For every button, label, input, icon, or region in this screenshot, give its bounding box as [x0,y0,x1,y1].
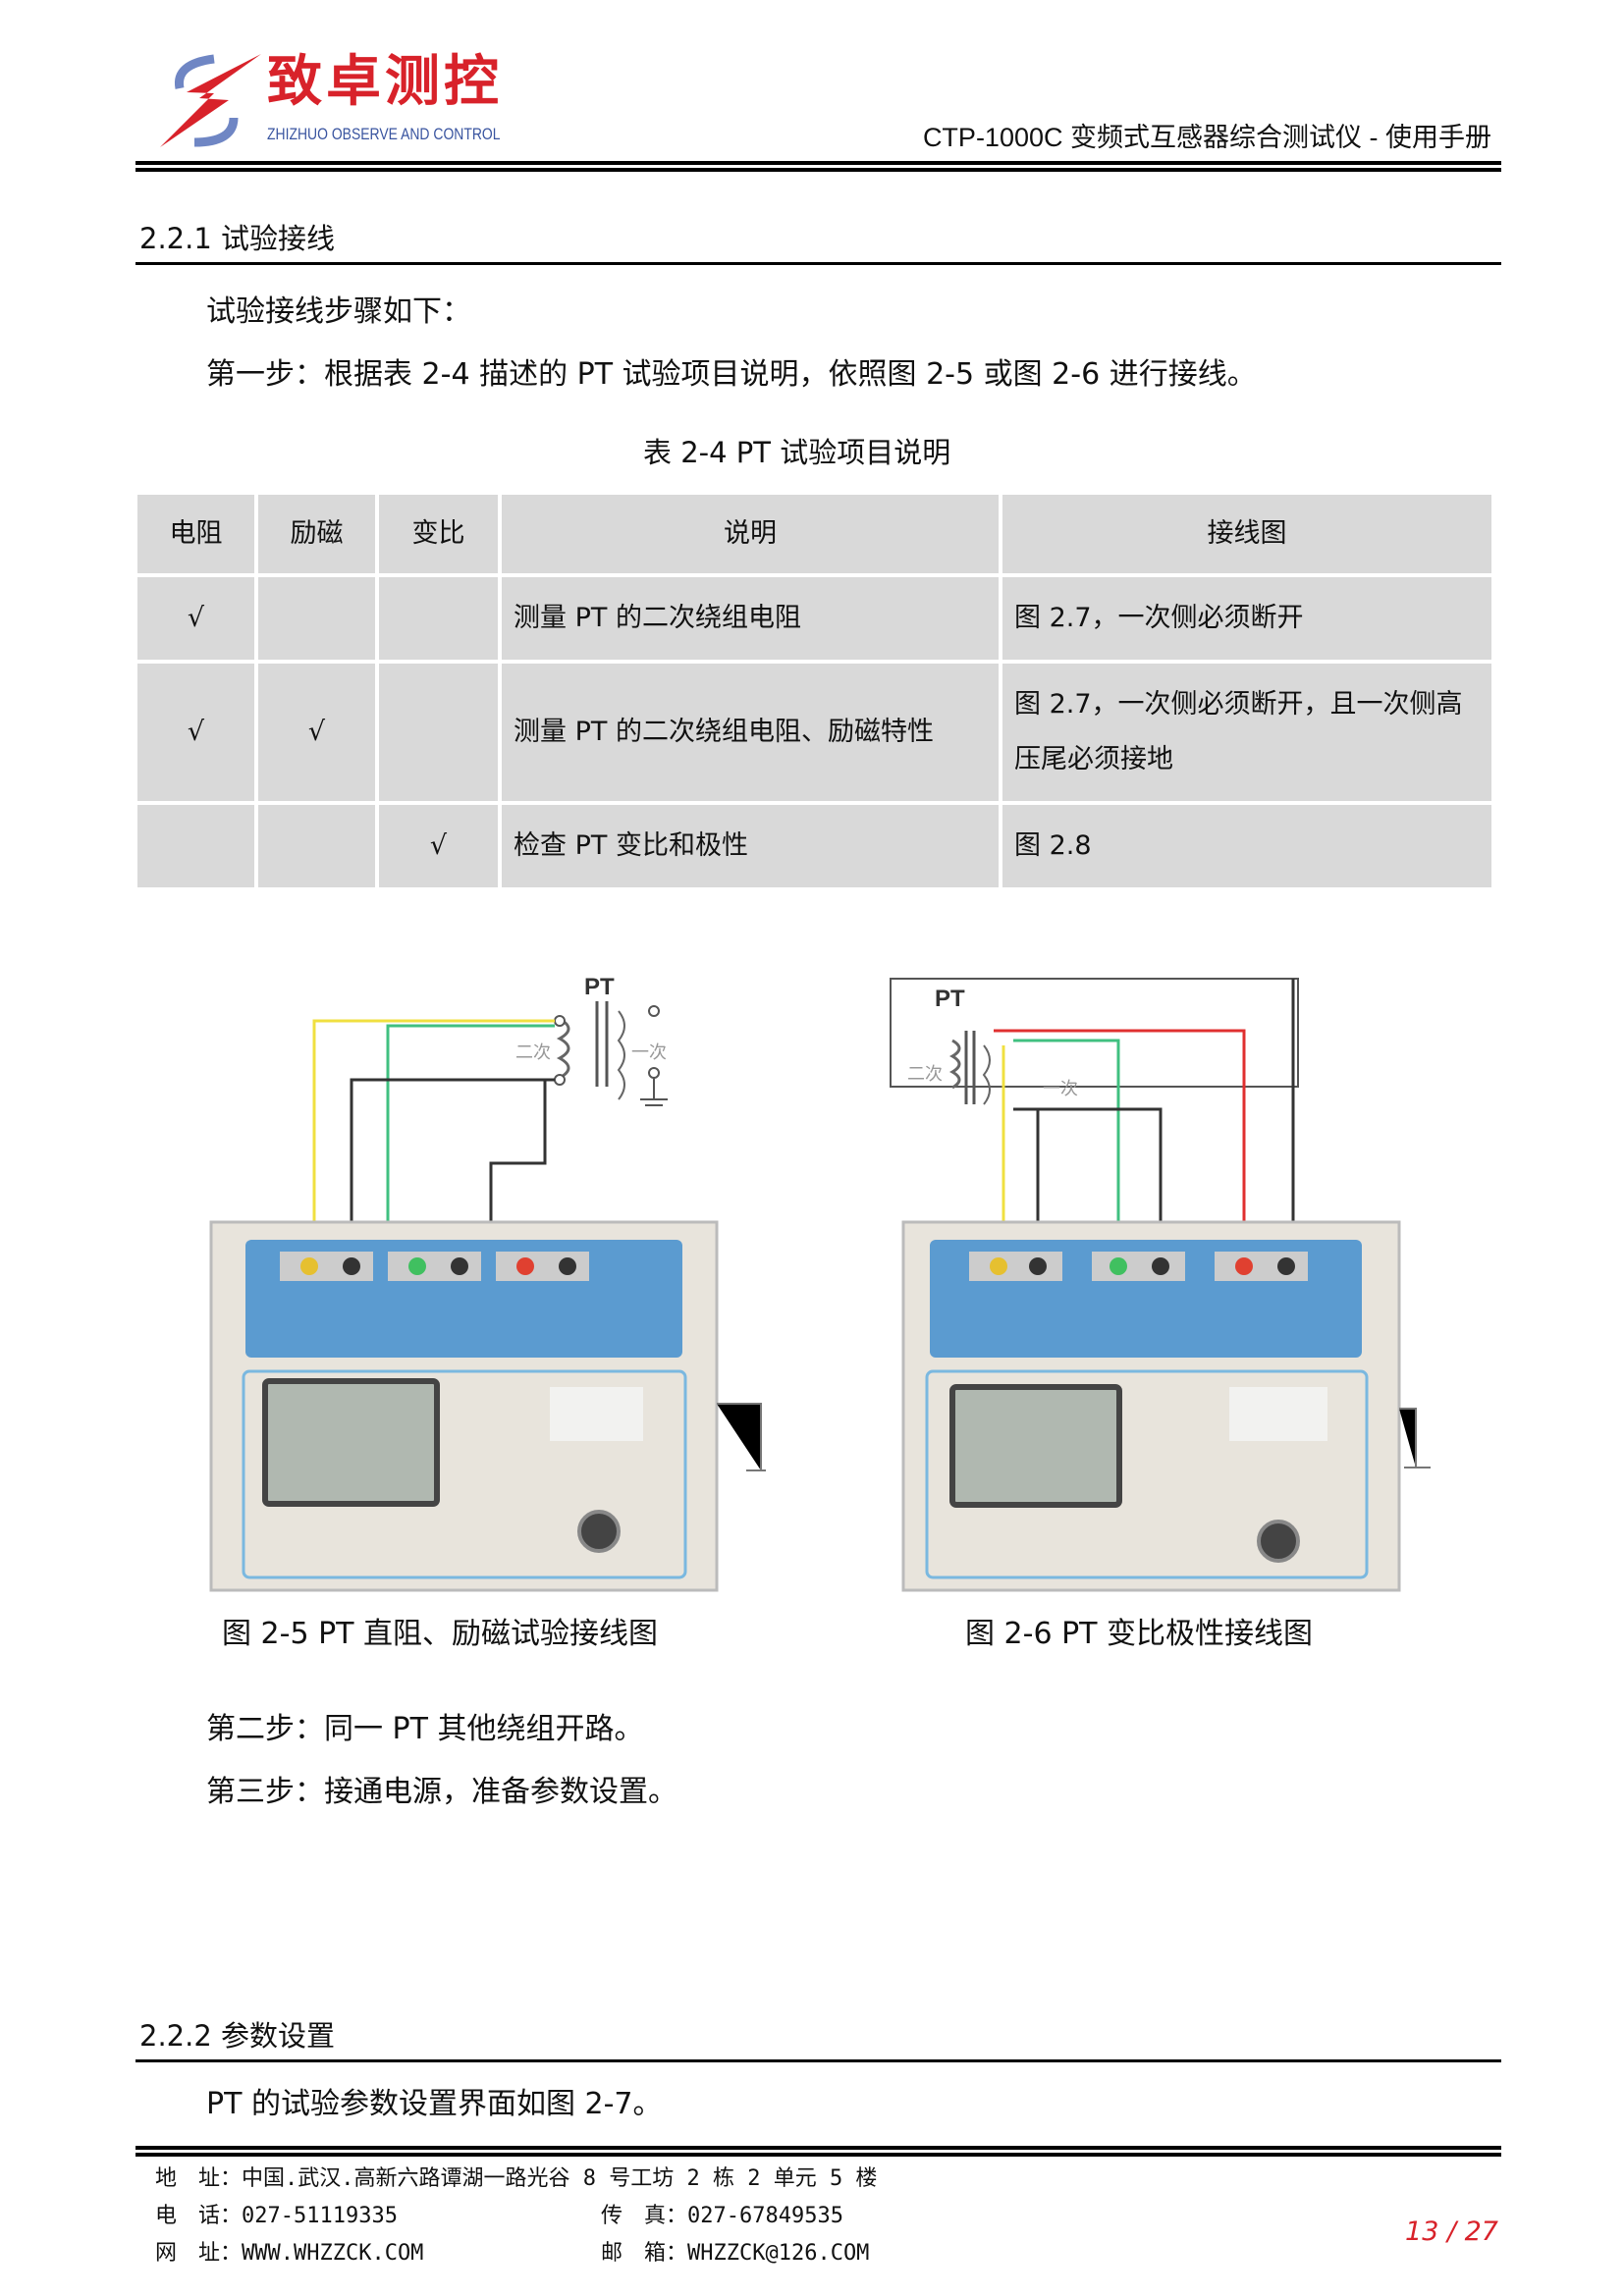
cell [258,577,375,660]
cell: √ [137,664,254,801]
header-cell: 说明 [502,495,999,573]
paragraph: 试验接线步骤如下： [206,294,471,329]
pt-label: PT [584,974,615,1000]
table-header-row: 电阻 励磁 变比 说明 接线图 [137,495,1491,573]
table-caption: 表 2-4 PT 试验项目说明 [643,436,951,469]
header-divider [135,168,1501,172]
cell: 测量 PT 的二次绕组电阻、励磁特性 [502,664,999,801]
footer-fax: 传 真：027-67849535 [601,2204,843,2228]
logo-subtext: ZHIZHUO OBSERVE AND CONTROL [267,125,501,143]
figure-caption: 图 2-6 PT 变比极性接线图 [965,1617,1314,1651]
secondary-label: 二次 [907,1064,943,1085]
figure-2-6-wiring-diagram: PT 二次 一次 [890,978,1431,1592]
pt-label: PT [935,986,965,1012]
cell: √ [137,577,254,660]
header-cell: 变比 [379,495,498,573]
header-cell: 电阻 [137,495,254,573]
table-row: √ √ 测量 PT 的二次绕组电阻、励磁特性 图 2.7，一次侧必须断开，且一次… [137,664,1491,801]
header-divider [135,161,1501,165]
footer-divider [135,2146,1501,2150]
table-row: √ 检查 PT 变比和极性 图 2.8 [137,805,1491,887]
cell: 图 2.7，一次侧必须断开 [1002,577,1491,660]
footer-divider [135,2153,1501,2157]
paragraph: 第三步：接通电源，准备参数设置。 [206,1775,677,1809]
document-title: CTP-1000C 变频式互感器综合测试仪 - 使用手册 [922,123,1491,152]
cell [379,577,498,660]
cell: √ [379,805,498,887]
section-heading: 2.2.1 试验接线 [139,222,336,255]
primary-label: 一次 [1043,1079,1078,1099]
cell: 图 2.7，一次侧必须断开，且一次侧高压尾必须接地 [1002,664,1491,801]
cell [379,664,498,801]
section-heading: 2.2.2 参数设置 [139,2019,336,2053]
figure-2-5-wiring-diagram: PT 二次 一次 [209,974,766,1592]
header-cell: 励磁 [258,495,375,573]
figure-caption: 图 2-5 PT 直阻、励磁试验接线图 [222,1617,659,1651]
cell: 检查 PT 变比和极性 [502,805,999,887]
heading-rule [135,262,1501,265]
header-cell: 接线图 [1002,495,1491,573]
cell: 测量 PT 的二次绕组电阻 [502,577,999,660]
table-row: √ 测量 PT 的二次绕组电阻 图 2.7，一次侧必须断开 [137,577,1491,660]
pt-test-table: 电阻 励磁 变比 说明 接线图 √ 测量 PT 的二次绕组电阻 图 2.7，一次… [134,491,1495,891]
cell: 图 2.8 [1002,805,1491,887]
page-number: 13 / 27 [1405,2216,1498,2247]
cell [137,805,254,887]
footer-phone: 电 话：027-51119335 [155,2204,398,2228]
footer-address: 地 址：中国.武汉.高新六路谭湖一路光谷 8 号工坊 2 栋 2 单元 5 楼 [155,2166,878,2191]
heading-rule [135,2059,1501,2062]
paragraph: 第一步：根据表 2-4 描述的 PT 试验项目说明，依照图 2-5 或图 2-6… [206,357,1257,392]
paragraph: 第二步：同一 PT 其他绕组开路。 [206,1712,644,1746]
logo-text: 致卓测控 [267,50,503,114]
primary-label: 一次 [631,1042,667,1063]
footer-website[interactable]: 网 址：WWW.WHZZCK.COM [155,2241,424,2266]
footer-email[interactable]: 邮 箱：WHZZCK@126.COM [601,2241,870,2266]
secondary-label: 二次 [515,1042,551,1063]
cell: √ [258,664,375,801]
cell [258,805,375,887]
paragraph: PT 的试验参数设置界面如图 2-7。 [206,2087,663,2121]
logo-icon [160,54,261,147]
